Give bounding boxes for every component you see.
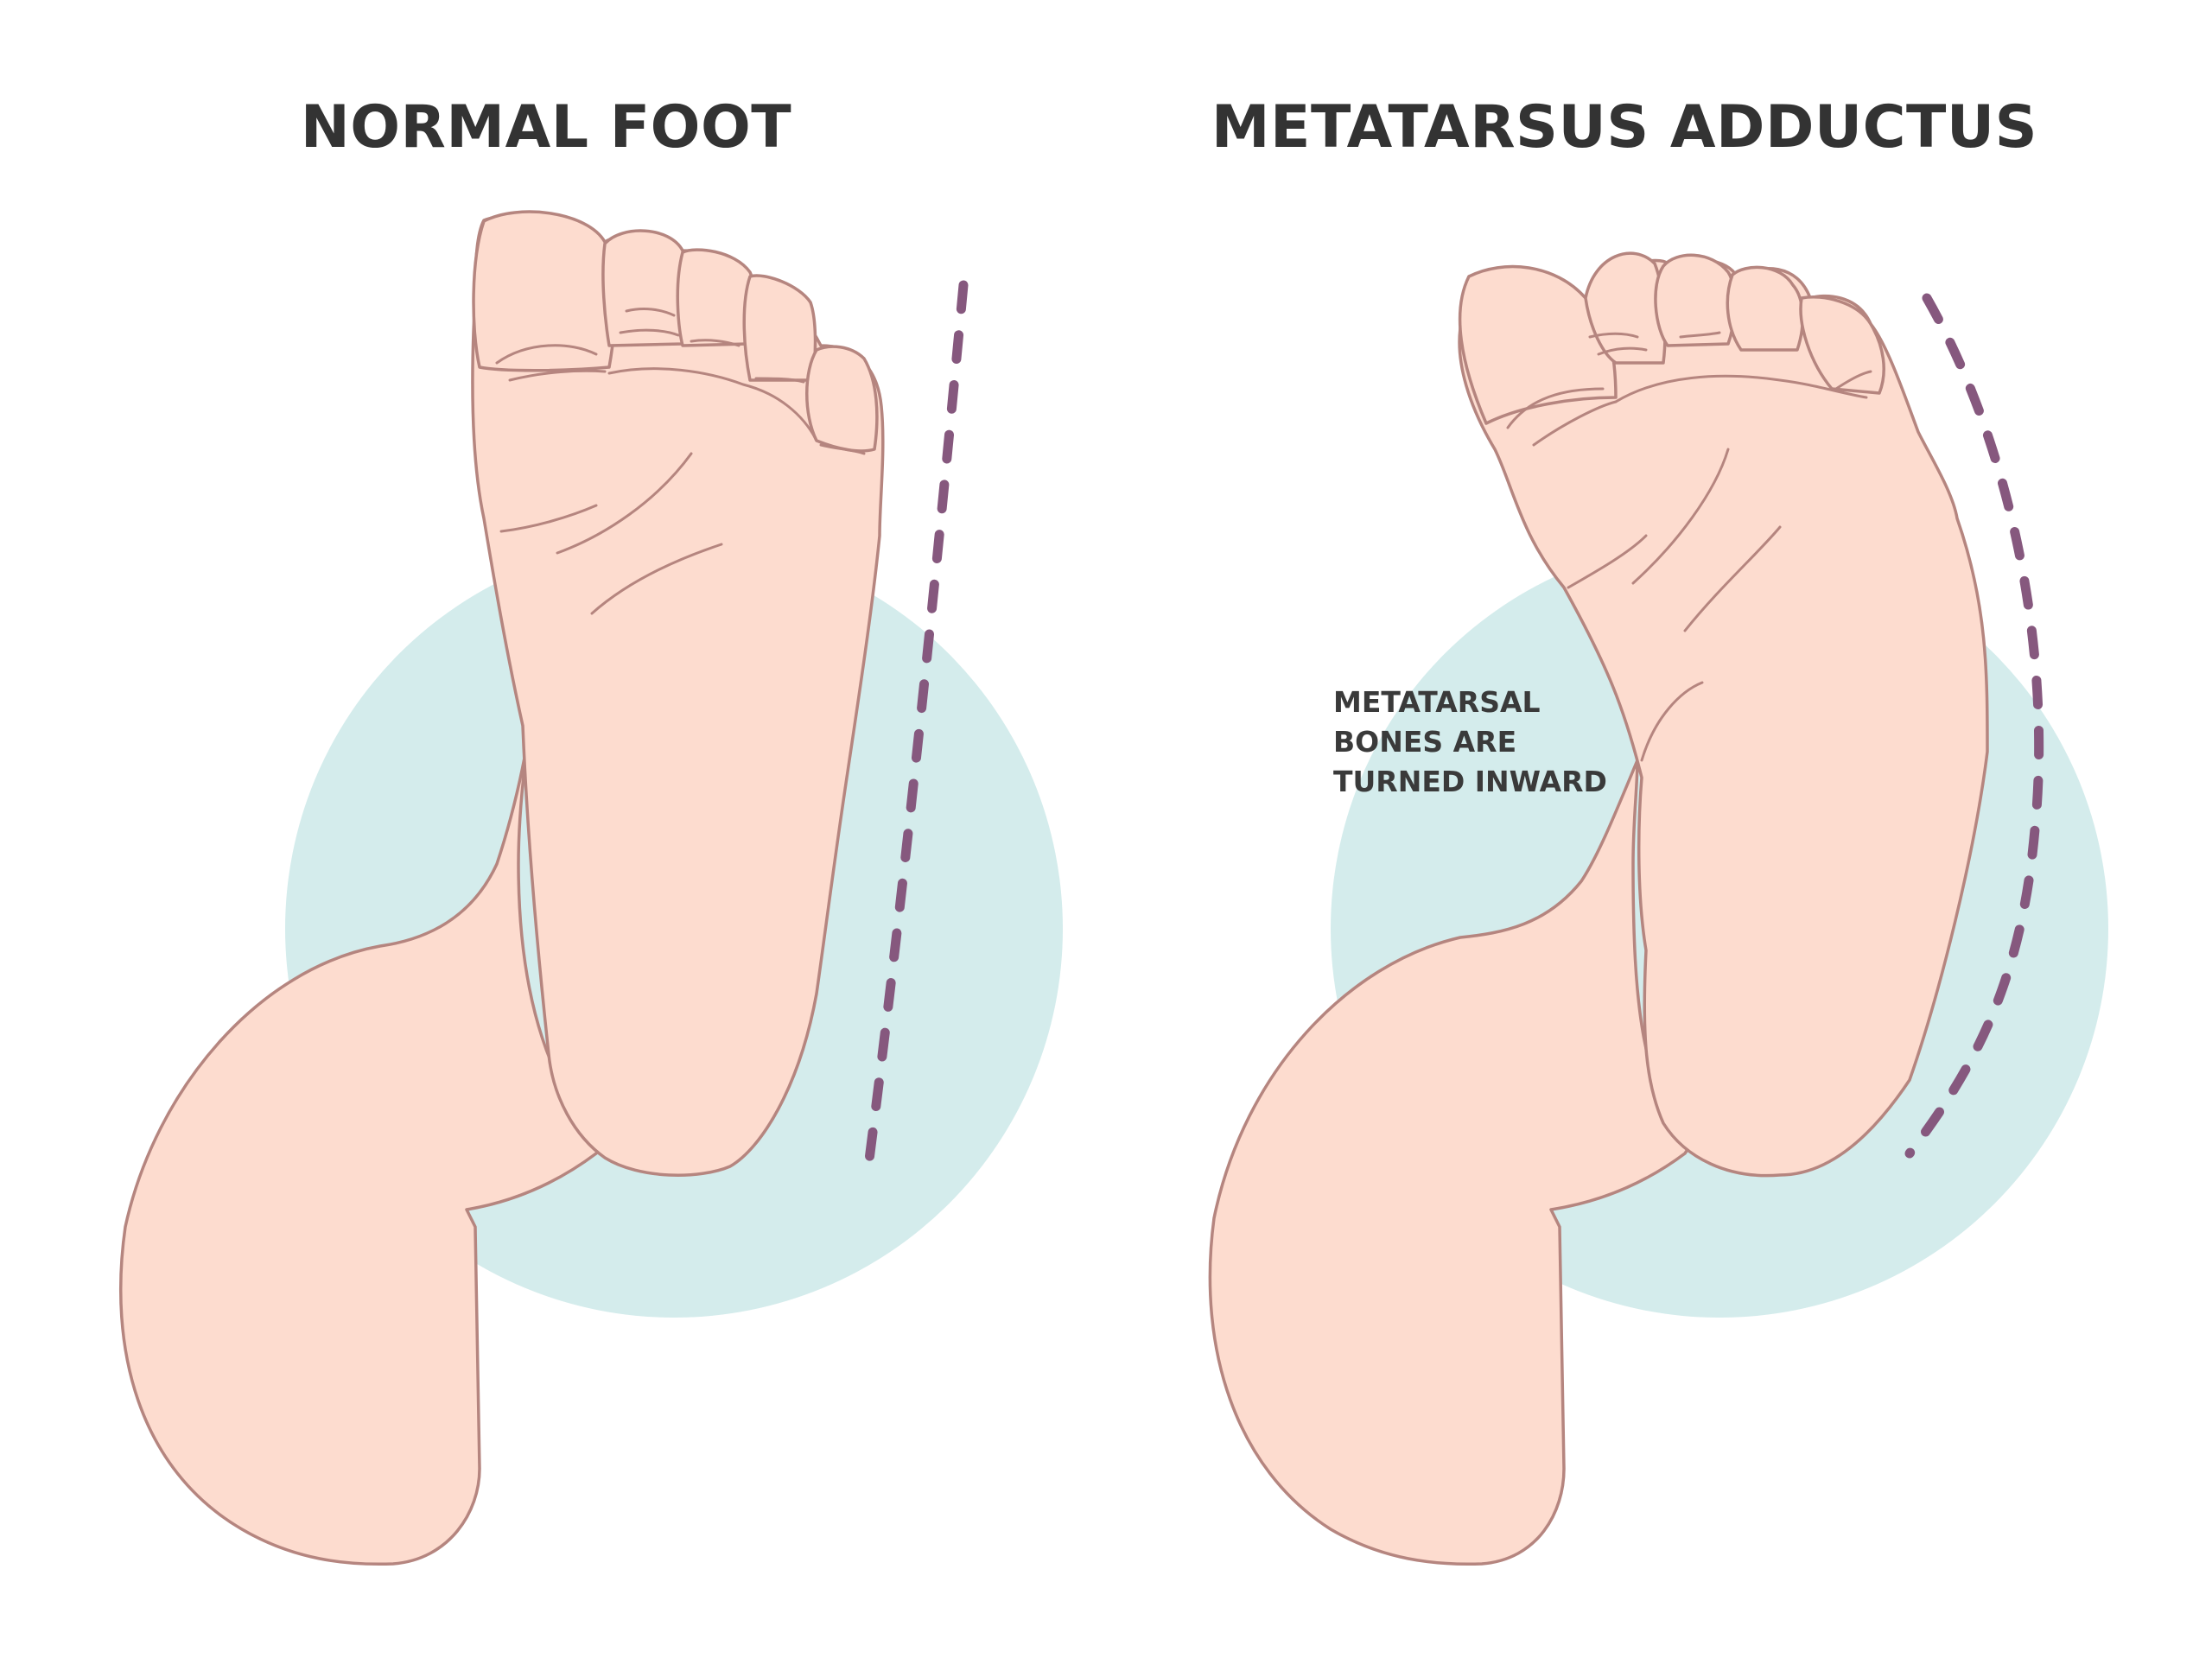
normal-toe-big (472, 210, 617, 372)
metatarsus-adductus-title: METATARSUS ADDUCTUS (1211, 93, 2038, 162)
normal-sole-creases (495, 308, 866, 615)
adductus-leg (1208, 759, 1695, 1566)
adductus-sole-creases (1506, 331, 1872, 762)
metatarsal-annotation: METATARSAL BONES ARE TURNED INWARD (1333, 683, 1607, 802)
normal-alignment-line (863, 280, 969, 1172)
normal-foot-title: NORMAL FOOT (300, 93, 792, 162)
normal-foot-figure (119, 210, 1063, 1566)
annotation-line-1: METATARSAL (1333, 685, 1541, 719)
annotation-line-3: TURNED INWARD (1333, 765, 1607, 798)
adductus-alignment-line (1904, 293, 2044, 1159)
adductus-foot-figure (1208, 251, 2108, 1566)
adductus-toe-5 (1799, 295, 1885, 395)
normal-leg (119, 733, 607, 1566)
normal-toe-5 (805, 345, 879, 453)
metatarsus-adductus-panel: METATARSUS ADDUCTUS (1106, 0, 2212, 1658)
annotation-line-2: BONES ARE (1333, 725, 1517, 759)
normal-foot-panel: NORMAL FOOT (300, 93, 792, 162)
adductus-toe-big (1458, 264, 1618, 425)
